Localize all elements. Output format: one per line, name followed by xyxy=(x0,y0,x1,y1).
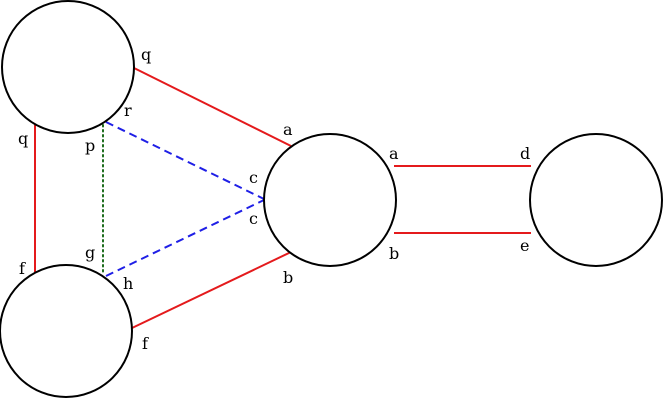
port-label-p: p xyxy=(85,136,95,155)
port-label-q: q xyxy=(141,45,151,64)
edge-h-c xyxy=(105,199,265,277)
node-right[interactable] xyxy=(529,133,663,267)
port-label-c: c xyxy=(249,168,258,187)
port-label-f: f xyxy=(142,334,149,353)
node-center[interactable] xyxy=(263,133,397,267)
port-label-q: q xyxy=(18,129,28,148)
edge-f-b xyxy=(131,251,292,329)
port-label-a: a xyxy=(283,120,293,139)
edge-q-a xyxy=(133,67,292,147)
node-bottom-left[interactable] xyxy=(0,264,133,398)
port-label-h: h xyxy=(123,274,133,293)
edge-r-c xyxy=(105,121,265,200)
port-label-c: c xyxy=(249,209,258,228)
node-top-left[interactable] xyxy=(1,0,135,134)
port-label-g: g xyxy=(85,243,95,262)
port-label-e: e xyxy=(520,236,529,255)
port-label-a: a xyxy=(389,144,399,163)
port-label-d: d xyxy=(520,144,530,163)
port-label-f: f xyxy=(19,259,26,278)
port-label-r: r xyxy=(124,101,132,120)
port-label-b: b xyxy=(283,268,293,287)
port-label-b: b xyxy=(389,244,399,263)
